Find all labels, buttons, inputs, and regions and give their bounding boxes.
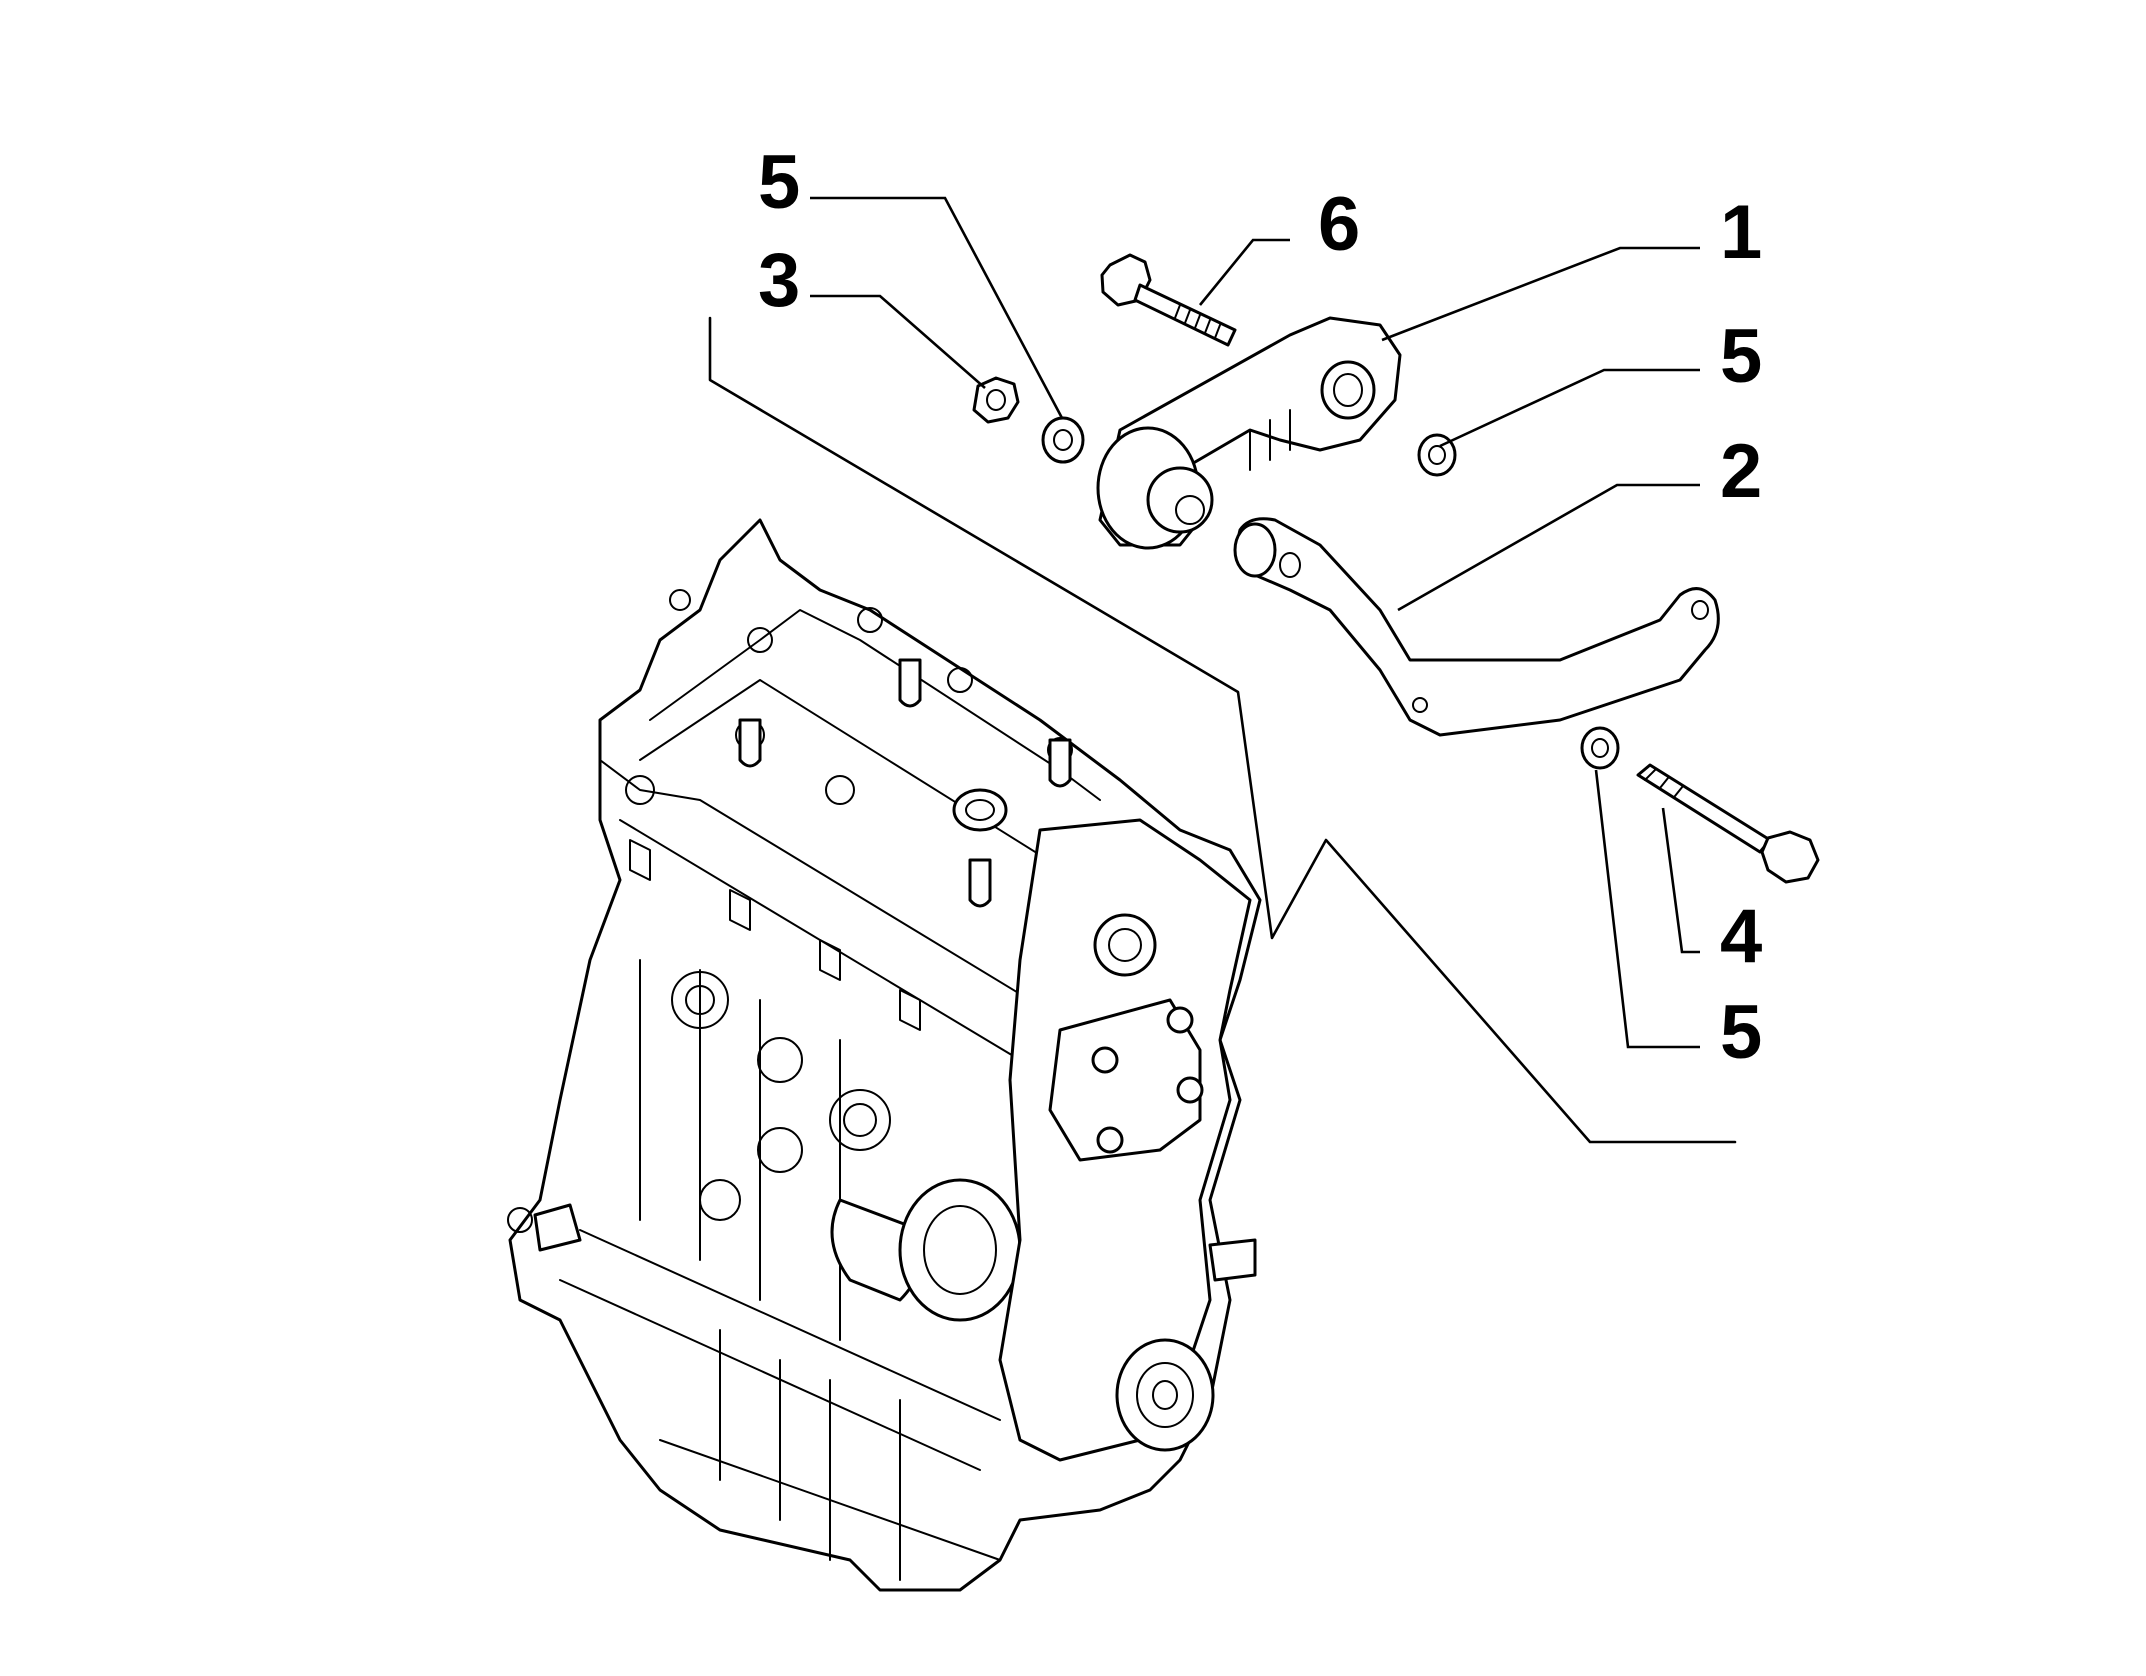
part-5-washer-right <box>1417 433 1457 477</box>
callout-5-bottom: 5 <box>1720 990 1762 1075</box>
part-6-bolt <box>1100 253 1237 347</box>
callout-2: 2 <box>1720 429 1762 514</box>
part-2-bracket <box>1233 517 1720 737</box>
callout-4: 4 <box>1720 894 1762 979</box>
callout-labels: 5 3 6 1 5 2 4 5 <box>758 140 1762 1075</box>
engine-block <box>507 518 1262 1592</box>
part-5-washer-left <box>1041 416 1085 464</box>
part-4-bolt <box>1636 763 1820 884</box>
assembly-bracket-lines <box>708 316 1737 1144</box>
leader-lines <box>810 196 1700 1049</box>
part-3-nut <box>972 376 1020 424</box>
callout-5-top: 5 <box>758 140 800 225</box>
callout-6: 6 <box>1318 182 1360 267</box>
part-5-washer-lower <box>1580 726 1620 770</box>
callout-1: 1 <box>1720 190 1762 275</box>
callout-3: 3 <box>758 238 800 323</box>
part-1-torque-rod <box>1096 316 1402 550</box>
callout-5-right: 5 <box>1720 314 1762 399</box>
